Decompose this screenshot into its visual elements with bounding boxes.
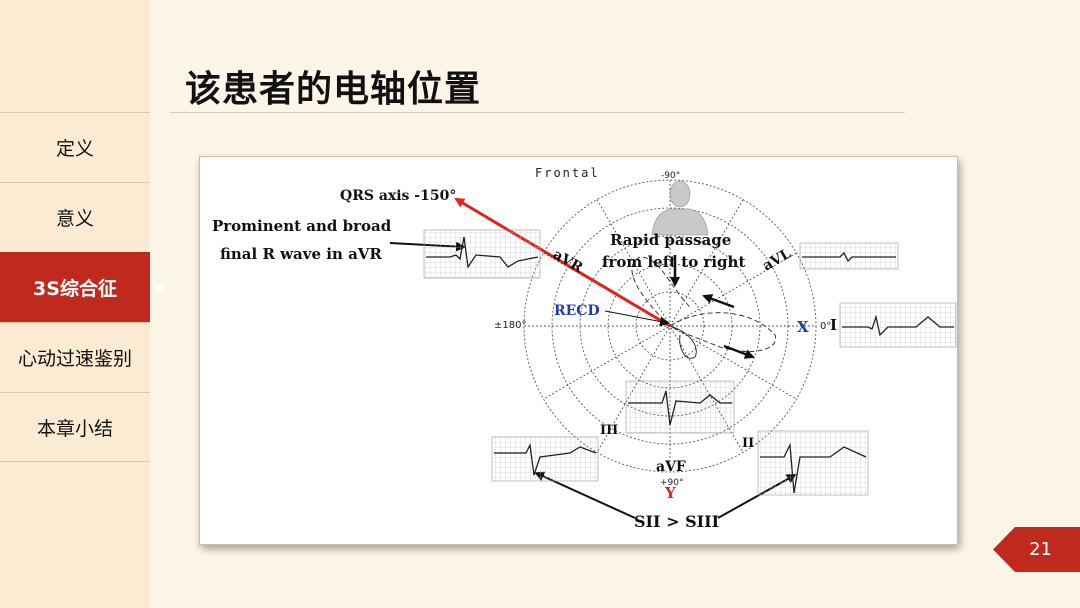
prominent-r-label-line2: final R wave in aVR [220,245,382,263]
qrs-axis-label: QRS axis -150° [340,188,456,204]
sidebar: 定义 意义 3S综合征 心动过速鉴别 本章小结 [0,0,164,608]
nav-item-chapter-summary[interactable]: 本章小结 [0,392,150,462]
human-bust-icon [651,180,709,236]
ecg-strip-avl [799,242,899,270]
nav-item-definition[interactable]: 定义 [0,112,150,182]
nav-item-label: 3S综合征 [33,278,117,300]
degree-0: 0° [820,321,831,332]
degree-180: ±180° [494,320,526,331]
ecg-axis-figure: Frontal -90° +90° ±180° 0° QRS axis -150… [199,156,958,545]
ecg-strip-ii [757,430,869,496]
recd-label: RECD [554,303,600,319]
title-divider [170,112,905,113]
lead-label-avl: aVL [760,246,794,275]
nav-item-label: 本章小结 [36,417,113,440]
nav-item-label: 定义 [55,138,94,160]
page-title: 该患者的电轴位置 [185,69,482,110]
page-number-tab: 21 [993,527,1080,572]
loop-direction-arrows [670,255,755,359]
lead-label-i: I [830,316,837,334]
degree-minus90: -90° [661,171,680,181]
vector-loop [631,256,777,359]
lead-label-ii: II [742,436,754,451]
page-number: 21 [1029,539,1052,560]
axis-label-x: X [797,318,809,336]
sii-siii-label: SII > SIII [634,512,719,531]
ecg-strip-avf [625,380,735,434]
active-pointer-icon [154,280,164,295]
nav-item-label: 心动过速鉴别 [17,348,132,370]
nav-item-significance[interactable]: 意义 [0,182,150,252]
lead-label-iii: III [600,423,618,438]
rapid-passage-line2: from left to right [602,253,745,271]
lead-label-avf: aVF [656,459,686,475]
nav-item-3s-syndrome[interactable]: 3S综合征 [0,252,164,322]
degree-plus90: +90° [660,478,684,488]
nav-item-label: 意义 [55,208,94,230]
prominent-r-label-line1: Prominent and broad [212,217,392,235]
rapid-passage-line1: Rapid passage [610,231,731,249]
hexaxial-diagram: Frontal -90° +90° ±180° 0° QRS axis -150… [212,166,957,531]
ecg-strip-iii [491,436,599,482]
nav-item-tachycardia-differential[interactable]: 心动过速鉴别 [0,322,150,392]
qrs-axis-arrow [454,197,671,328]
frontal-label: Frontal [535,166,600,180]
ecg-strip-avr [423,229,541,279]
ecg-strip-i [839,302,957,348]
sidebar-nav: 定义 意义 3S综合征 心动过速鉴别 本章小结 [0,112,164,462]
axis-label-y: Y [664,484,676,502]
